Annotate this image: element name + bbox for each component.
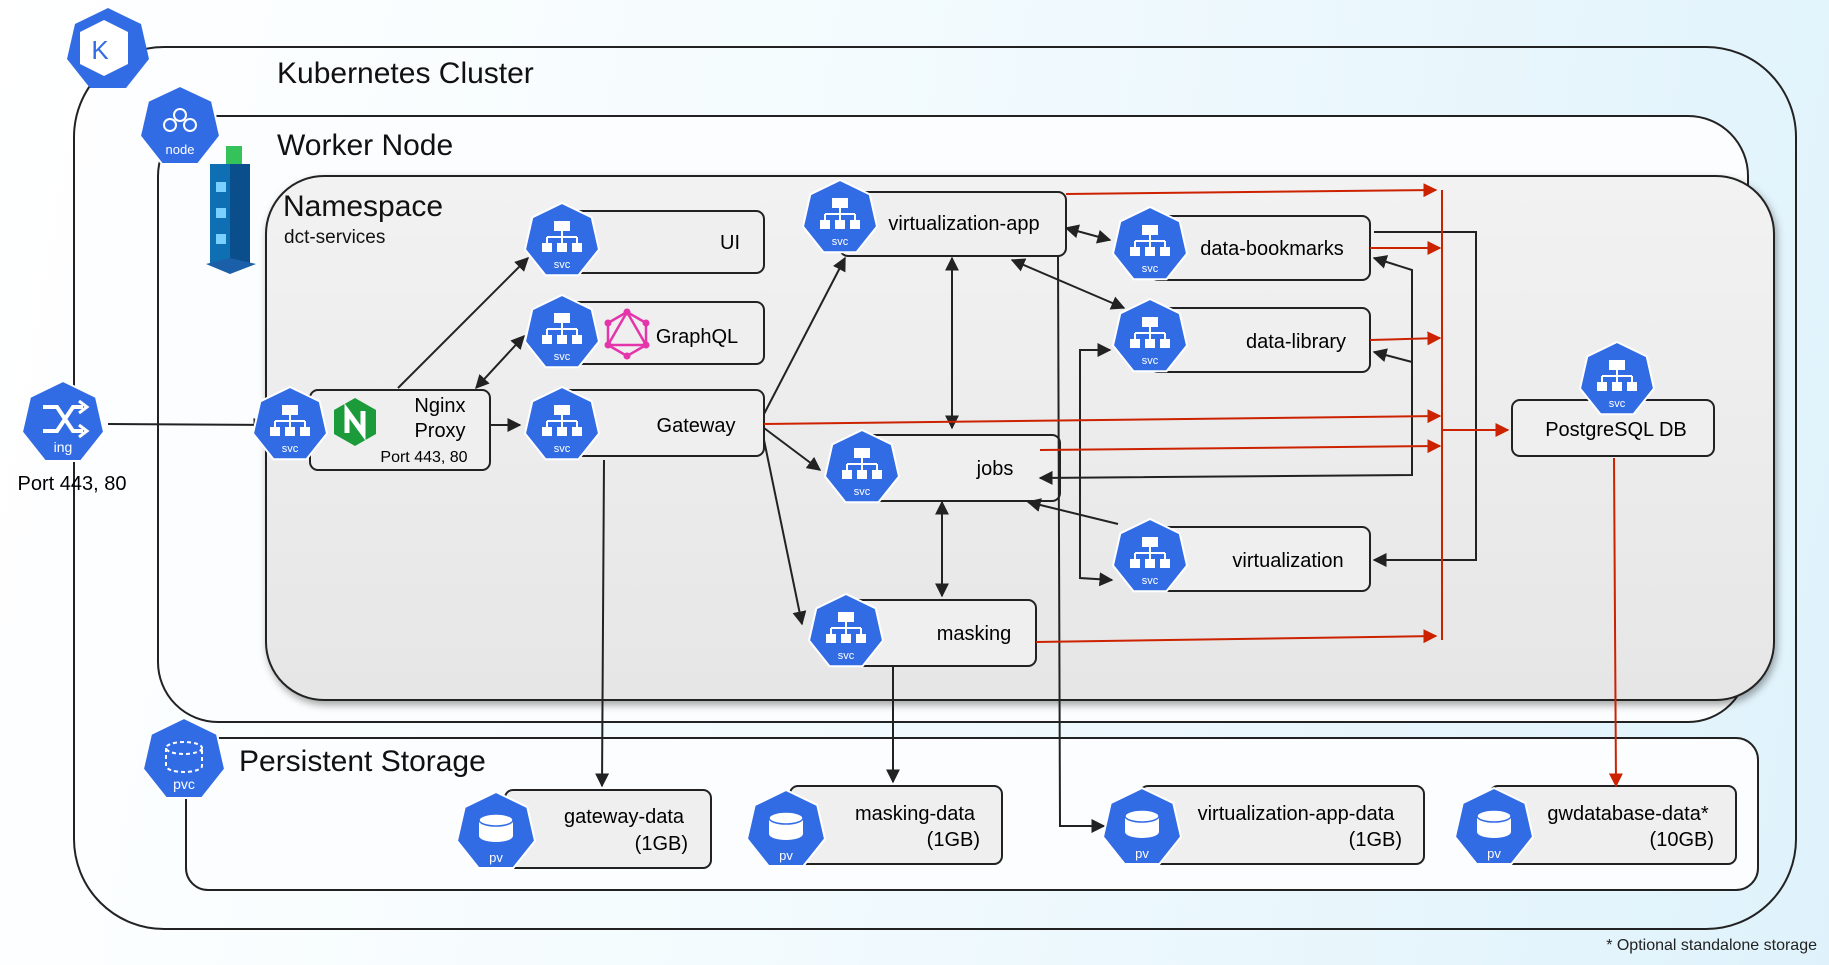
virtualization-app-to-db-bus (1065, 183, 1438, 198)
pv-label: pv (1487, 846, 1501, 861)
virtualization-app-data-name: virtualization-app-data (1198, 803, 1396, 825)
graphql-logo-icon (604, 308, 650, 360)
pv-label: pv (1135, 846, 1149, 861)
ingress-icon-label: ing (54, 439, 73, 455)
nginx-port-label: Port 443, 80 (380, 449, 467, 466)
cluster-title: Kubernetes Cluster (277, 57, 534, 90)
svc-label: svc (832, 236, 849, 248)
pv-icon-masking-data: pv (745, 788, 827, 867)
gwdatabase-data-size: (10GB) (1650, 829, 1714, 851)
namespace-name: dct-services (284, 227, 385, 248)
svc-icon-virtualization-app: svc (801, 178, 879, 254)
svc-icon-jobs: svc (823, 428, 901, 504)
svc-icon-data-library: svc (1111, 297, 1189, 373)
node-icon-label: node (166, 142, 195, 157)
data-bookmarks-label: data-bookmarks (1200, 238, 1343, 260)
svc-icon-masking: svc (807, 592, 885, 668)
masking-label: masking (937, 623, 1011, 645)
nginx-label-line2: Proxy (414, 420, 465, 442)
nginx-graphql-arrow (475, 334, 525, 390)
ingress-shuffle-icon: ing (20, 379, 106, 462)
svc-label: svc (554, 443, 571, 455)
svc-label: svc (1142, 355, 1159, 367)
library-jobs-link (1372, 348, 1413, 363)
pv-icon-gwdatabase-data: pv (1453, 786, 1535, 865)
bookmarks-jobs-bus (1038, 255, 1413, 485)
gateway-data-box (504, 789, 712, 869)
ingress-to-nginx-arrow (107, 417, 268, 432)
svc-icon-nginx: svc (251, 385, 329, 461)
nginx-label-line1: Nginx (414, 395, 465, 417)
gateway-to-masking-arrow (763, 439, 807, 626)
gateway-to-gateway-data-arrow (595, 459, 610, 788)
node-icon: node (138, 84, 222, 165)
jobs-label: jobs (976, 458, 1014, 480)
jobs-to-db-bus (1039, 439, 1442, 454)
persistent-storage-title: Persistent Storage (239, 745, 486, 778)
namespace-title: Namespace (283, 190, 443, 223)
gateway-data-name: gateway-data (564, 806, 685, 828)
gwdatabase-data-name: gwdatabase-data* (1547, 803, 1708, 825)
nginx-logo-icon (334, 398, 376, 446)
masking-data-name: masking-data (855, 803, 976, 825)
gateway-to-db-bus (763, 409, 1442, 425)
data-library-label: data-library (1246, 331, 1346, 353)
masking-to-db-bus (1035, 629, 1438, 644)
nginx-to-ui-arrow (397, 257, 529, 389)
svc-label: svc (282, 443, 299, 455)
postgres-label: PostgreSQL DB (1545, 419, 1687, 441)
svc-label: svc (554, 259, 571, 271)
svc-icon-gateway: svc (523, 385, 601, 461)
virtualization-app-bookmarks-arrow (1064, 224, 1112, 244)
gateway-label: Gateway (657, 415, 736, 437)
svc-label: svc (554, 351, 571, 363)
bookmarks-virtualization-bus (1372, 231, 1477, 567)
pv-label: pv (489, 850, 503, 865)
pvc-icon-label: pvc (173, 776, 195, 792)
svc-label: svc (838, 650, 855, 662)
worker-node-title: Worker Node (277, 129, 453, 162)
namespace-tower-icon (206, 146, 256, 274)
virtualization-app-data-size: (1GB) (1349, 829, 1402, 851)
virtualization-app-data-box (1139, 785, 1425, 865)
svc-label: svc (854, 486, 871, 498)
virtualization-app-label: virtualization-app (888, 213, 1039, 235)
pv-label: pv (779, 848, 793, 863)
postgres-to-storage-arrow (1608, 457, 1623, 788)
pvc-icon: pvc (141, 716, 227, 799)
library-to-db-bus (1369, 331, 1442, 346)
svc-icon-virtualization: svc (1111, 517, 1189, 593)
svc-label: svc (1609, 398, 1626, 410)
graphql-label: GraphQL (656, 326, 738, 348)
svc-icon-ui: svc (523, 201, 601, 277)
kubernetes-logo-icon: K (67, 8, 149, 88)
ingress-port-label: Port 443, 80 (18, 473, 127, 495)
gateway-data-size: (1GB) (635, 833, 688, 855)
gateway-to-virtualization-app-arrow (763, 256, 846, 415)
svc-label: svc (1142, 575, 1159, 587)
library-virtualization-loop (1079, 343, 1114, 587)
pv-icon-virtualization-app-data: pv (1101, 786, 1183, 865)
pv-icon-gateway-data: pv (455, 790, 537, 869)
footnote: * Optional standalone storage (1606, 937, 1817, 954)
ui-label: UI (720, 232, 740, 254)
svc-label: svc (1142, 263, 1159, 275)
virtualization-label: virtualization (1232, 550, 1343, 572)
svc-icon-postgres: svc (1578, 340, 1656, 416)
svc-icon-data-bookmarks: svc (1111, 205, 1189, 281)
gateway-to-jobs-arrow (763, 427, 822, 471)
svc-icon-graphql: svc (523, 293, 601, 369)
svg-text:K: K (91, 35, 109, 65)
masking-data-size: (1GB) (927, 829, 980, 851)
kubernetes-cluster-box (73, 46, 1797, 930)
